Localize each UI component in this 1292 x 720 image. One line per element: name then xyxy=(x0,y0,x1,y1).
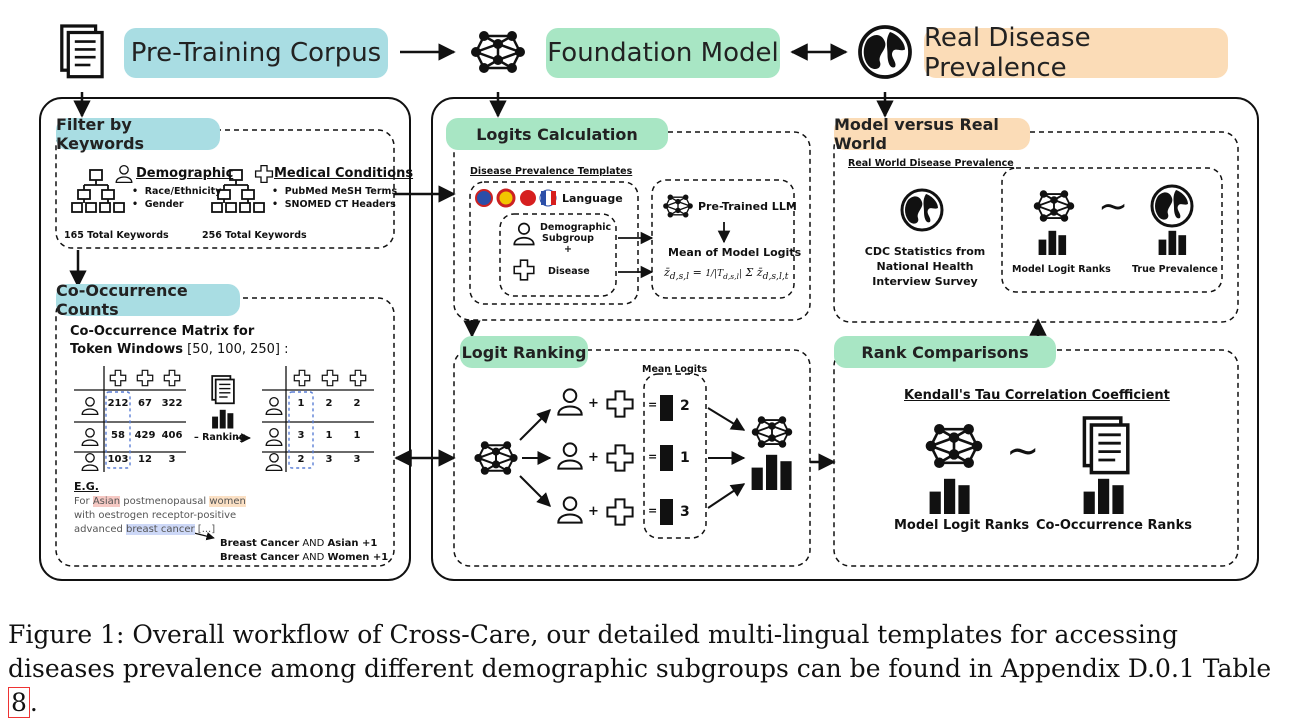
rank-cell: 3 xyxy=(353,454,361,465)
rank-comparisons-title: Rank Comparisons xyxy=(861,342,1029,362)
rank-cell: 1 xyxy=(297,398,305,409)
equals-sign: = xyxy=(648,504,658,517)
globe-icon xyxy=(858,25,912,79)
figure-caption: Figure 1: Overall workflow of Cross-Care… xyxy=(8,620,1272,718)
rank-cell: 2 xyxy=(297,454,305,465)
count-cell: 406 xyxy=(161,430,183,441)
medical-conditions-label: Medical Conditions xyxy=(274,166,414,181)
equals-sign: = xyxy=(648,398,658,411)
cooccurrence-counts-pill: Co-Occurrence Counts xyxy=(56,281,240,319)
person-icon xyxy=(115,164,133,184)
demo-item: • Race/Ethnicity xyxy=(132,186,222,197)
count-cell: 58 xyxy=(111,430,125,441)
filter-keywords-pill: Filter by Keywords xyxy=(56,115,220,153)
document-icon xyxy=(60,24,104,79)
med-total: 256 Total Keywords xyxy=(202,230,307,241)
plus-sign: + xyxy=(588,450,599,465)
logits-calculation-pill: Logits Calculation xyxy=(446,118,668,150)
model-vs-real-world-pill: Model versus Real World xyxy=(834,115,1030,153)
count-cell: 12 xyxy=(138,454,152,465)
rank-comparisons-pill: Rank Comparisons xyxy=(834,336,1056,368)
foundation-model-pill: Foundation Model xyxy=(546,28,780,78)
workflow-diagram: Pre-Training Corpus Foundation Model Rea… xyxy=(39,23,1259,581)
true-prevalence-label: True Prevalence xyxy=(1132,264,1218,275)
plus-sign: + xyxy=(588,504,599,519)
logit-ranking-pill: Logit Ranking xyxy=(460,336,588,368)
real-disease-prevalence-pill: Real Disease Prevalence xyxy=(924,23,1228,83)
mean-logits-formula: z̄d,s,l = 1/|Td,s,l| Σ z̄d,s,l,t xyxy=(664,266,789,283)
model-logit-ranks-label: Model Logit Ranks xyxy=(1012,264,1111,275)
count-cell: 67 xyxy=(138,398,152,409)
hierarchy-icon xyxy=(71,169,125,213)
count-cell: 322 xyxy=(161,398,183,409)
table-reference-link[interactable]: 8 xyxy=(8,687,30,718)
eg-result2: Breast Cancer AND Women +1 xyxy=(220,552,389,563)
real-world-label: Real World Disease Prevalence xyxy=(848,158,1014,169)
count-cell: 212 xyxy=(107,398,129,409)
rank-cell: 3 xyxy=(325,454,333,465)
language-label: Language xyxy=(562,192,623,205)
mean-logits-label: Mean Logits xyxy=(642,364,708,375)
filter-keywords-title: Filter by Keywords xyxy=(56,115,145,153)
rank-value: 2 xyxy=(680,398,690,414)
med-item: • PubMed MeSH Terms xyxy=(272,186,398,197)
demographic-label: Demographic xyxy=(136,166,234,181)
plus-sign: + xyxy=(588,396,599,411)
rank-cell: 3 xyxy=(297,430,305,441)
cooccurrence-ranks-label: Co-Occurrence Ranks xyxy=(1036,518,1192,533)
foundation-model-label: Foundation Model xyxy=(547,38,779,68)
count-cell: 3 xyxy=(168,454,176,465)
tilde-symbol: ~ xyxy=(1098,186,1129,227)
real-disease-prevalence-label: Real Disease Prevalence xyxy=(924,23,1091,83)
eg-label: E.G. xyxy=(74,480,99,493)
logit-ranking-title: Logit Ranking xyxy=(461,342,587,362)
count-cell: 429 xyxy=(134,430,156,441)
mean-model-logits-label: Mean of Model Logits xyxy=(668,246,802,259)
neural-network-icon xyxy=(469,29,527,75)
rank-value: 3 xyxy=(680,504,690,520)
demo-item: • Gender xyxy=(132,199,184,210)
pretrained-llm-label: Pre-Trained LLM xyxy=(698,200,797,213)
rank-cell: 1 xyxy=(325,430,333,441)
tilde-symbol: ~ xyxy=(1006,428,1040,474)
demo-total: 165 Total Keywords xyxy=(64,230,169,241)
eg-result1: Breast Cancer AND Asian +1 xyxy=(220,538,378,549)
count-cell: 103 xyxy=(107,454,129,465)
kendall-tau-label: Kendall's Tau Correlation Coefficient xyxy=(904,388,1170,403)
matrix-title-line2: Token Windows [50, 100, 250] : xyxy=(70,342,289,357)
rank-cell: 2 xyxy=(353,398,361,409)
diagram-graphics xyxy=(39,24,1259,581)
med-item: • SNOMED CT Headers xyxy=(272,199,396,210)
model-vs-real-world-title: Model versus Real World xyxy=(834,115,999,153)
rank-cell: 2 xyxy=(325,398,333,409)
eg-line1: For Asian postmenopausal women xyxy=(74,496,246,507)
pretraining-corpus-label: Pre-Training Corpus xyxy=(130,38,382,68)
disease-label: Disease xyxy=(548,266,590,277)
ranking-label: – Ranking xyxy=(194,432,246,443)
equals-sign: = xyxy=(648,450,658,463)
rank-cell: 1 xyxy=(353,430,361,441)
pretraining-corpus-pill: Pre-Training Corpus xyxy=(124,28,388,78)
templates-label: Disease Prevalence Templates xyxy=(470,166,633,177)
cooccurrence-counts-title: Co-Occurrence Counts xyxy=(56,281,188,319)
medical-cross-icon xyxy=(254,164,274,184)
matrix-title-line1: Co-Occurrence Matrix for xyxy=(70,324,255,339)
eg-line3: advanced breast cancer [...] xyxy=(74,524,216,535)
eg-line2: with oestrogen receptor-positive xyxy=(74,510,237,521)
logits-calculation-title: Logits Calculation xyxy=(476,124,638,144)
model-logit-ranks-label-2: Model Logit Ranks xyxy=(894,518,1030,533)
rank-value: 1 xyxy=(680,450,690,466)
